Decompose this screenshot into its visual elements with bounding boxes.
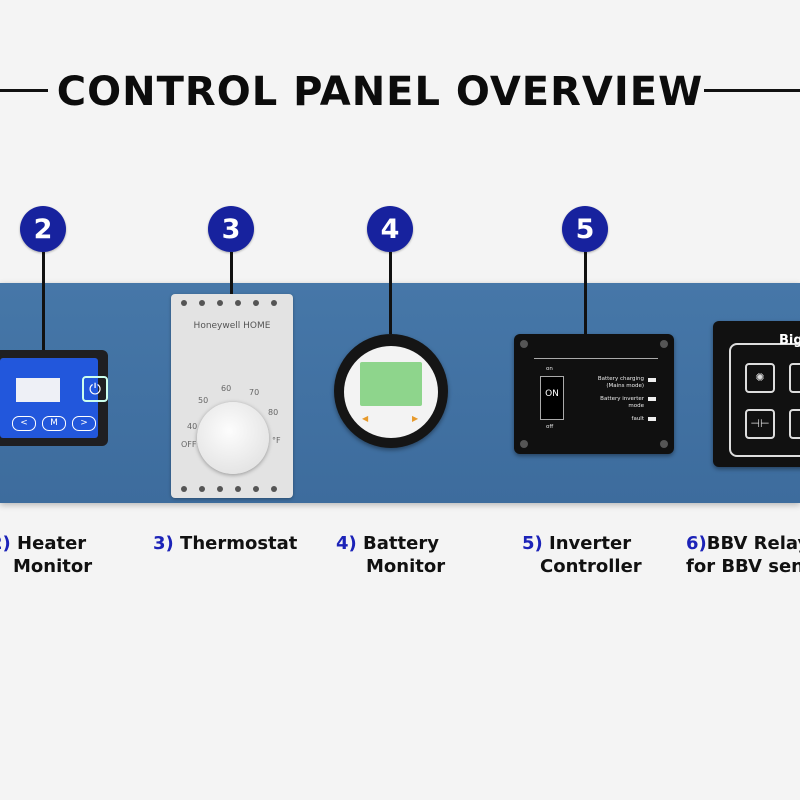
title-row: CONTROL PANEL OVERVIEW [0, 62, 800, 122]
vent-slot [271, 486, 277, 492]
inverter-on-label: on [546, 366, 553, 372]
screw [660, 440, 668, 448]
relay-button-2[interactable] [789, 363, 800, 393]
vent-slot [181, 300, 187, 306]
screw [520, 440, 528, 448]
inverter-divider [534, 358, 658, 359]
leader-line-5 [584, 252, 587, 334]
battery-monitor: ◀ ▶ [334, 334, 448, 448]
vent-slot [235, 300, 241, 306]
led-fault [648, 417, 656, 421]
bbv-relay-panel: Big ✺ ⊣⊢ [713, 321, 800, 467]
inverter-rocker-switch[interactable]: ON [540, 376, 564, 420]
badge-3: 3 [208, 206, 254, 252]
tick-70: 70 [249, 388, 260, 397]
leader-line-4 [389, 252, 392, 334]
title-rule-left [0, 89, 48, 92]
title-rule-right [704, 89, 800, 92]
power-icon[interactable]: ⏻ [82, 376, 108, 402]
thermostat-brand: Honeywell HOME [193, 321, 271, 331]
screw [660, 340, 668, 348]
status-fault: fault [631, 416, 644, 422]
badge-2: 2 [20, 206, 66, 252]
tick-off: OFF [181, 440, 197, 449]
label-bbv-relay: 6)BBV Relay for BBV sen [686, 533, 800, 577]
battery-lcd [360, 362, 422, 406]
vent-slot [199, 486, 205, 492]
vent-slot [253, 300, 259, 306]
relay-brand: Big [779, 333, 800, 348]
vent-slot [217, 300, 223, 306]
heater-right-button[interactable]: > [72, 416, 96, 431]
heater-lcd [16, 378, 60, 402]
vent-slot [235, 486, 241, 492]
light-icon[interactable]: ✺ [745, 363, 775, 393]
page-title: CONTROL PANEL OVERVIEW [56, 69, 704, 115]
leader-line-3 [230, 252, 233, 294]
vent-slot [253, 486, 259, 492]
label-inverter-controller: 5) Inverter Controller [522, 533, 642, 577]
tick-80: 80 [268, 408, 279, 417]
vent-slot [199, 300, 205, 306]
tick-40: 40 [187, 422, 198, 431]
inverter-controller: on ON off Battery charging (Mains mode) … [514, 334, 674, 454]
heater-screen: ⏻ < M > [0, 358, 108, 438]
vent-slot [271, 300, 277, 306]
vent-slot [181, 486, 187, 492]
relay-button-4[interactable] [789, 409, 800, 439]
thermostat: Honeywell HOME 40 50 60 70 80 OFF °F [171, 294, 293, 498]
inverter-off-label: off [546, 424, 554, 430]
thermostat-dial[interactable] [197, 402, 269, 474]
relay-button-3[interactable]: ⊣⊢ [745, 409, 775, 439]
battery-face: ◀ ▶ [344, 346, 438, 438]
screw [520, 340, 528, 348]
heater-monitor: ⏻ < M > [0, 350, 108, 446]
tick-50: 50 [198, 396, 209, 405]
status-charging: Battery charging (Mains mode) [597, 376, 644, 389]
label-battery-monitor: 4) Battery Monitor [336, 533, 446, 577]
label-heater-monitor: 2) Heater Monitor [0, 533, 93, 577]
tick-60: 60 [221, 384, 232, 393]
right-arrow-icon[interactable]: ▶ [412, 414, 419, 423]
heater-mode-button[interactable]: M [42, 416, 66, 431]
left-arrow-icon[interactable]: ◀ [362, 414, 369, 423]
relay-frame [729, 343, 800, 457]
led-charging [648, 378, 656, 382]
status-inverter-mode: Battery inverter mode [600, 396, 644, 409]
heater-left-button[interactable]: < [12, 416, 36, 431]
label-thermostat: 3) Thermostat [153, 533, 298, 554]
vent-slot [217, 486, 223, 492]
led-inverter-mode [648, 397, 656, 401]
leader-line-2 [42, 252, 45, 350]
badge-5: 5 [562, 206, 608, 252]
badge-4: 4 [367, 206, 413, 252]
tick-unit: °F [272, 436, 281, 445]
